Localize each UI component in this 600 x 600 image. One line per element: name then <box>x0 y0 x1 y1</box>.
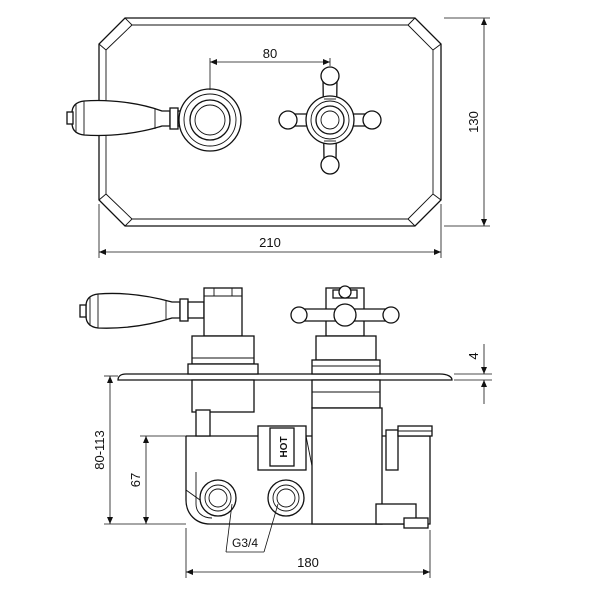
inlet-ports <box>199 479 305 517</box>
lever-handle-icon <box>66 99 187 137</box>
inlet-thread-label: G3/4 <box>232 536 258 550</box>
side-view: HOT 4 80-113 <box>79 285 492 578</box>
body-depth-label: 67 <box>128 473 143 487</box>
plate-depth-label: 4 <box>466 352 481 359</box>
plate-height-label: 130 <box>466 111 481 133</box>
plate-width-label: 210 <box>259 235 281 250</box>
flow-control-rosette <box>178 88 242 152</box>
valve-body: HOT <box>185 407 433 529</box>
lever-handle-side-icon <box>79 292 205 329</box>
hot-label-box <box>269 427 295 467</box>
cover-plate <box>117 373 453 381</box>
crosshead-handle-icon <box>278 66 382 175</box>
hot-label: HOT <box>279 436 290 457</box>
spindle-spacing-label: 80 <box>263 46 277 61</box>
flow-cartridge <box>187 287 259 413</box>
front-view: 80 130 210 <box>66 17 490 258</box>
body-width-label: 180 <box>297 555 319 570</box>
wall-depth-label: 80-113 <box>92 430 107 470</box>
thermostatic-cartridge <box>290 285 400 409</box>
